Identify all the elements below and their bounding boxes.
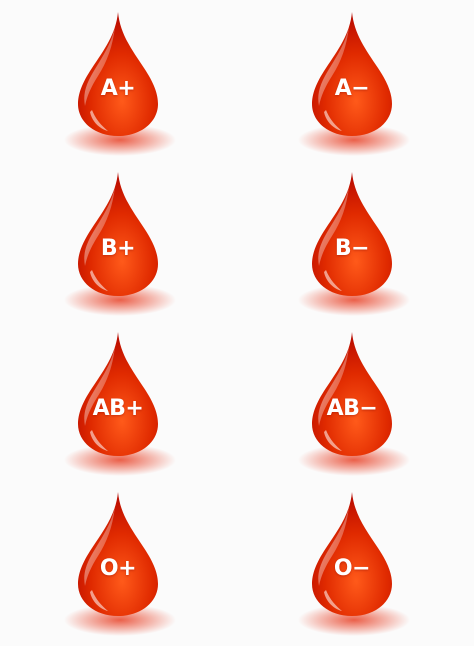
blood-drop-icon bbox=[64, 332, 176, 476]
blood-drop-icon bbox=[298, 172, 410, 316]
blood-drop-icon bbox=[64, 172, 176, 316]
drop-b-positive: B+ bbox=[58, 170, 178, 320]
blood-drop-icon bbox=[298, 12, 410, 156]
drop-b-negative: B− bbox=[292, 170, 412, 320]
drop-a-negative: A− bbox=[292, 10, 412, 160]
drop-ab-negative: AB− bbox=[292, 330, 412, 480]
blood-drop-icon bbox=[64, 12, 176, 156]
blood-drop-icon bbox=[298, 492, 410, 636]
drop-o-negative: O− bbox=[292, 490, 412, 640]
blood-drop-icon bbox=[64, 492, 176, 636]
drop-o-positive: O+ bbox=[58, 490, 178, 640]
blood-drop-icon bbox=[298, 332, 410, 476]
drop-a-positive: A+ bbox=[58, 10, 178, 160]
drop-ab-positive: AB+ bbox=[58, 330, 178, 480]
